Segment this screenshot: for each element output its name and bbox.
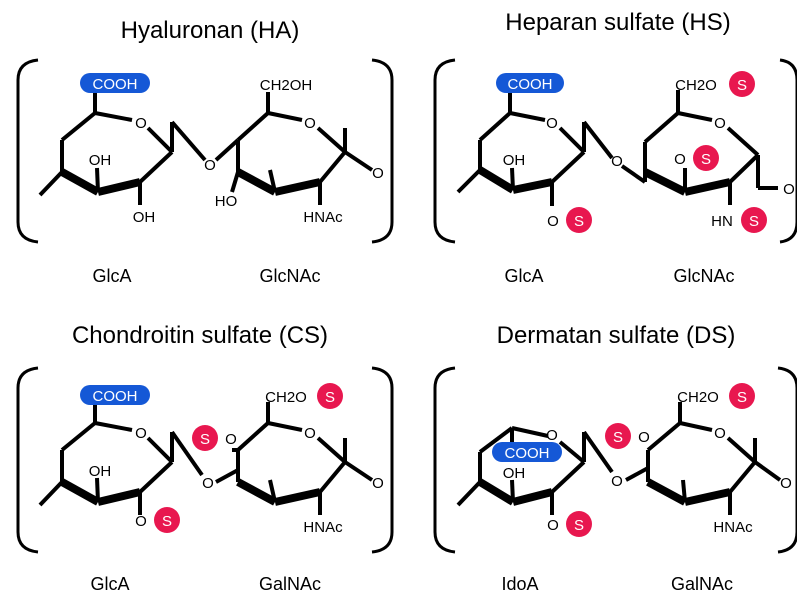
unit-label: GlcA xyxy=(92,266,131,286)
acetamido-label: HNAc xyxy=(713,519,753,536)
ring-oxygen: O xyxy=(135,425,147,442)
glycosidic-oxygen: O xyxy=(372,165,384,182)
left-bracket xyxy=(433,58,456,244)
glycosidic-oxygen: O xyxy=(611,153,623,170)
carboxyl-badge xyxy=(80,385,150,405)
glycosidic-oxygen: O xyxy=(204,157,216,174)
acetamido-label: HNAc xyxy=(303,209,343,226)
carboxyl-label: COOH xyxy=(93,76,138,93)
glycosidic-oxygen: O xyxy=(372,475,384,492)
oxygen-label: O xyxy=(638,429,650,446)
glycosidic-oxygen: O xyxy=(780,475,792,492)
left-bracket xyxy=(433,366,456,554)
unit-label: GlcA xyxy=(90,574,129,594)
ring-oxygen: O xyxy=(304,425,316,442)
ring-oxygen: O xyxy=(304,115,316,132)
ring-oxygen: O xyxy=(135,115,147,132)
glcnac-ring xyxy=(214,92,374,205)
left-bracket xyxy=(16,366,39,554)
right-bracket xyxy=(371,58,394,244)
sulfate-badge xyxy=(729,71,755,97)
glcnac-ring xyxy=(643,90,778,205)
hydroxyl-label: OH xyxy=(89,463,112,480)
glycosidic-oxygen: O xyxy=(783,181,795,198)
unit-label: GalNAc xyxy=(671,574,733,594)
sulfate-label: S xyxy=(613,429,623,446)
oxygen-label: O xyxy=(225,431,237,448)
hydroxymethyl-label: CH2OH xyxy=(260,77,313,94)
carboxyl-label: COOH xyxy=(93,388,138,405)
sulfate-badge xyxy=(317,383,343,409)
hydroxyl-label: OH xyxy=(133,209,156,226)
panel-ds: Dermatan sulfate (DS) COOH O OH O S O S … xyxy=(433,322,797,594)
galnac-ring xyxy=(215,402,374,515)
carboxyl-badge xyxy=(496,73,564,93)
left-bracket xyxy=(16,58,39,244)
panel-title: Dermatan sulfate (DS) xyxy=(497,322,736,349)
sulfate-label: S xyxy=(162,513,172,530)
glycosidic-oxygen: O xyxy=(202,475,214,492)
oxygen-label: O xyxy=(547,213,559,230)
glca-ring xyxy=(38,88,207,205)
ring-oxygen: O xyxy=(546,427,558,444)
hydroxyl-label: HO xyxy=(215,193,238,210)
sulfate-label: S xyxy=(574,517,584,534)
oxygen-label: O xyxy=(547,517,559,534)
unit-label: GlcNAc xyxy=(673,266,734,286)
hydroxymethyl-label: CH2O xyxy=(265,389,307,406)
panel-hs: Heparan sulfate (HS) COOH O OH O S O xyxy=(433,9,797,286)
oxygen-label: O xyxy=(135,513,147,530)
panel-title: Heparan sulfate (HS) xyxy=(505,9,730,36)
sulfate-label: S xyxy=(737,389,747,406)
unit-label: GlcA xyxy=(504,266,543,286)
hydroxymethyl-label: CH2O xyxy=(677,389,719,406)
sulfate-label: S xyxy=(325,389,335,406)
sulfate-badge xyxy=(566,511,592,537)
panel-ha: Hyaluronan (HA) COOH O OH OH O xyxy=(16,17,394,286)
carboxyl-badge xyxy=(492,442,562,462)
sulfate-badge xyxy=(693,145,719,171)
sulfate-label: S xyxy=(737,77,747,94)
sulfate-label: S xyxy=(574,213,584,230)
right-bracket xyxy=(779,58,797,244)
idoa-ring xyxy=(456,426,614,515)
right-bracket xyxy=(777,366,797,554)
ring-oxygen: O xyxy=(546,115,558,132)
amino-label: HN xyxy=(711,213,733,230)
hydroxyl-label: OH xyxy=(89,152,112,169)
panel-title: Chondroitin sulfate (CS) xyxy=(72,322,328,349)
sulfate-badge xyxy=(154,507,180,533)
right-bracket xyxy=(371,366,394,554)
sulfate-label: S xyxy=(749,213,759,230)
sulfate-badge xyxy=(741,207,767,233)
oxygen-label: O xyxy=(674,151,686,168)
sulfate-badge xyxy=(729,383,755,409)
carboxyl-label: COOH xyxy=(508,76,553,93)
galnac-ring xyxy=(625,402,782,515)
carboxyl-badge xyxy=(80,73,150,93)
unit-label: IdoA xyxy=(501,574,538,594)
unit-label: GalNAc xyxy=(259,574,321,594)
hydroxymethyl-label: CH2O xyxy=(675,77,717,94)
hydroxyl-label: OH xyxy=(503,465,526,482)
unit-label: GlcNAc xyxy=(259,266,320,286)
acetamido-label: HNAc xyxy=(303,519,343,536)
ring-oxygen: O xyxy=(714,425,726,442)
panel-title: Hyaluronan (HA) xyxy=(121,17,300,44)
sulfate-badge xyxy=(605,423,631,449)
carboxyl-label: COOH xyxy=(505,445,550,462)
hydroxyl-label: OH xyxy=(503,152,526,169)
ring-oxygen: O xyxy=(714,115,726,132)
panel-cs: Chondroitin sulfate (CS) COOH O OH O S O… xyxy=(16,322,394,594)
sulfate-label: S xyxy=(701,151,711,168)
glca-ring xyxy=(456,88,647,206)
glca-ring xyxy=(38,400,204,515)
sulfate-label: S xyxy=(200,431,210,448)
sulfate-badge xyxy=(566,207,592,233)
glycosidic-oxygen: O xyxy=(611,473,623,490)
sulfate-badge xyxy=(192,425,218,451)
